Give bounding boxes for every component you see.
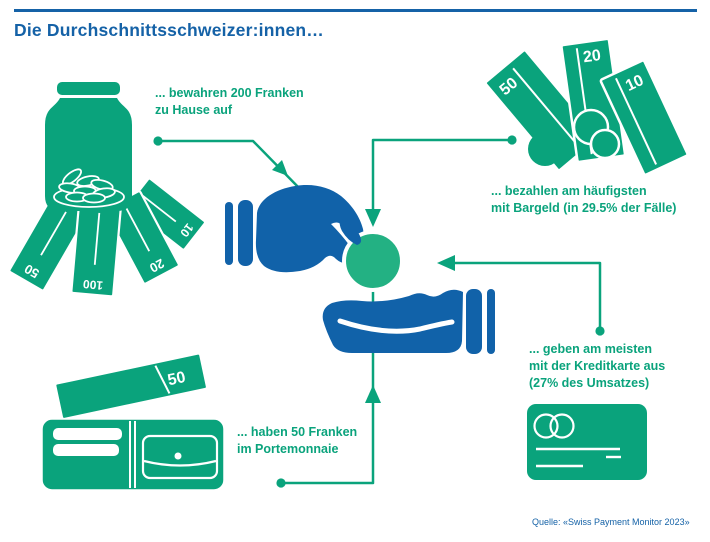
credit-card-icon	[527, 404, 647, 480]
wallet-divider	[129, 421, 136, 488]
cash-banknotes-icon: 50 20 10	[484, 37, 689, 176]
fact-home-line2: zu Hause auf	[155, 103, 233, 117]
connector-card-to-coin	[450, 261, 602, 332]
cash-banknote-50: 50	[484, 49, 600, 172]
fact-home-line1: ... bewahren 200 Franken	[155, 86, 304, 100]
giving-hand-thumb-tip	[339, 219, 362, 245]
arrowhead-card	[437, 255, 455, 271]
jar-banknote-50: 50	[8, 194, 88, 292]
credit-card-detail-lines	[536, 447, 621, 468]
wallet-coin-pouch	[141, 434, 219, 480]
title-rule	[14, 9, 697, 12]
connector-cash-to-coin	[371, 138, 514, 214]
cash-note-10-label: 10	[623, 72, 646, 95]
arrowhead-home	[272, 160, 288, 176]
connector-dot-home	[153, 136, 163, 146]
giving-hand-icon	[225, 185, 364, 273]
fact-home-label: ... bewahren 200 Franken zu Hause auf	[155, 85, 304, 119]
giving-hand-shape	[255, 185, 364, 273]
connector-dot-cash	[507, 135, 517, 145]
fact-wallet-line1: ... haben 50 Franken	[237, 425, 358, 439]
fact-credit-line3: (27% des Umsatzes)	[529, 376, 650, 390]
wallet-note-50-label: 50	[166, 369, 187, 389]
savings-jar-icon: 10 20 50 100	[8, 82, 207, 298]
receiving-hand-cuff-wide	[466, 289, 482, 354]
fact-cash-line1: ... bezahlen am häufigsten	[491, 184, 647, 198]
connector-dot-wallet	[276, 478, 286, 488]
connector-home-to-hand	[156, 139, 306, 195]
receiving-hand-shape	[322, 289, 463, 353]
fact-wallet-label: ... haben 50 Franken im Portemonnaie	[237, 424, 357, 458]
fact-cash-line2: mit Bargeld (in 29.5% der Fälle)	[491, 201, 677, 215]
arrowhead-cash	[365, 209, 381, 227]
receiving-hand-icon	[322, 289, 495, 354]
jar-coin-pile	[53, 168, 125, 208]
connector-lines	[156, 138, 602, 485]
cash-banknote-10: 10	[599, 59, 689, 176]
source-label: Quelle: «Swiss Payment Monitor 2023»	[532, 517, 690, 527]
fact-credit-line2: mit der Kreditkarte aus	[529, 359, 666, 373]
giving-hand-cuff-wide	[238, 200, 253, 266]
jar-note-50-label: 50	[22, 261, 42, 281]
receiving-hand-cuff-thin	[487, 289, 495, 354]
connector-arrowheads	[153, 135, 605, 488]
fact-credit-label: ... geben am meisten mit der Kreditkarte…	[529, 341, 665, 392]
connector-dot-card	[595, 326, 605, 336]
receiving-hand-finger-slit	[337, 318, 455, 334]
coin-icon	[342, 230, 404, 292]
fact-credit-line1: ... geben am meisten	[529, 342, 652, 356]
wallet-banknote-50: 50	[54, 352, 208, 420]
cash-note-20-label: 20	[582, 47, 602, 66]
credit-card-logo-circles	[533, 413, 575, 439]
page-title: Die Durchschnittsschweizer:innen…	[14, 20, 324, 40]
jar-lid	[57, 82, 120, 95]
cash-coin-outline-2	[589, 128, 621, 160]
wallet-card-slots	[53, 428, 122, 456]
fact-cash-label: ... bezahlen am häufigsten mit Bargeld (…	[491, 183, 676, 217]
jar-note-100-label: 100	[82, 277, 103, 293]
jar-banknote-100: 100	[70, 202, 122, 298]
giving-hand-cuff-thin	[225, 202, 233, 265]
cash-coin-solid	[528, 132, 562, 166]
arrowhead-wallet	[365, 385, 381, 403]
wallet-icon: 50	[41, 352, 225, 491]
connector-wallet-to-hand	[279, 288, 375, 485]
jar-note-20-label: 20	[147, 256, 167, 276]
fact-wallet-line2: im Portemonnaie	[237, 442, 339, 456]
